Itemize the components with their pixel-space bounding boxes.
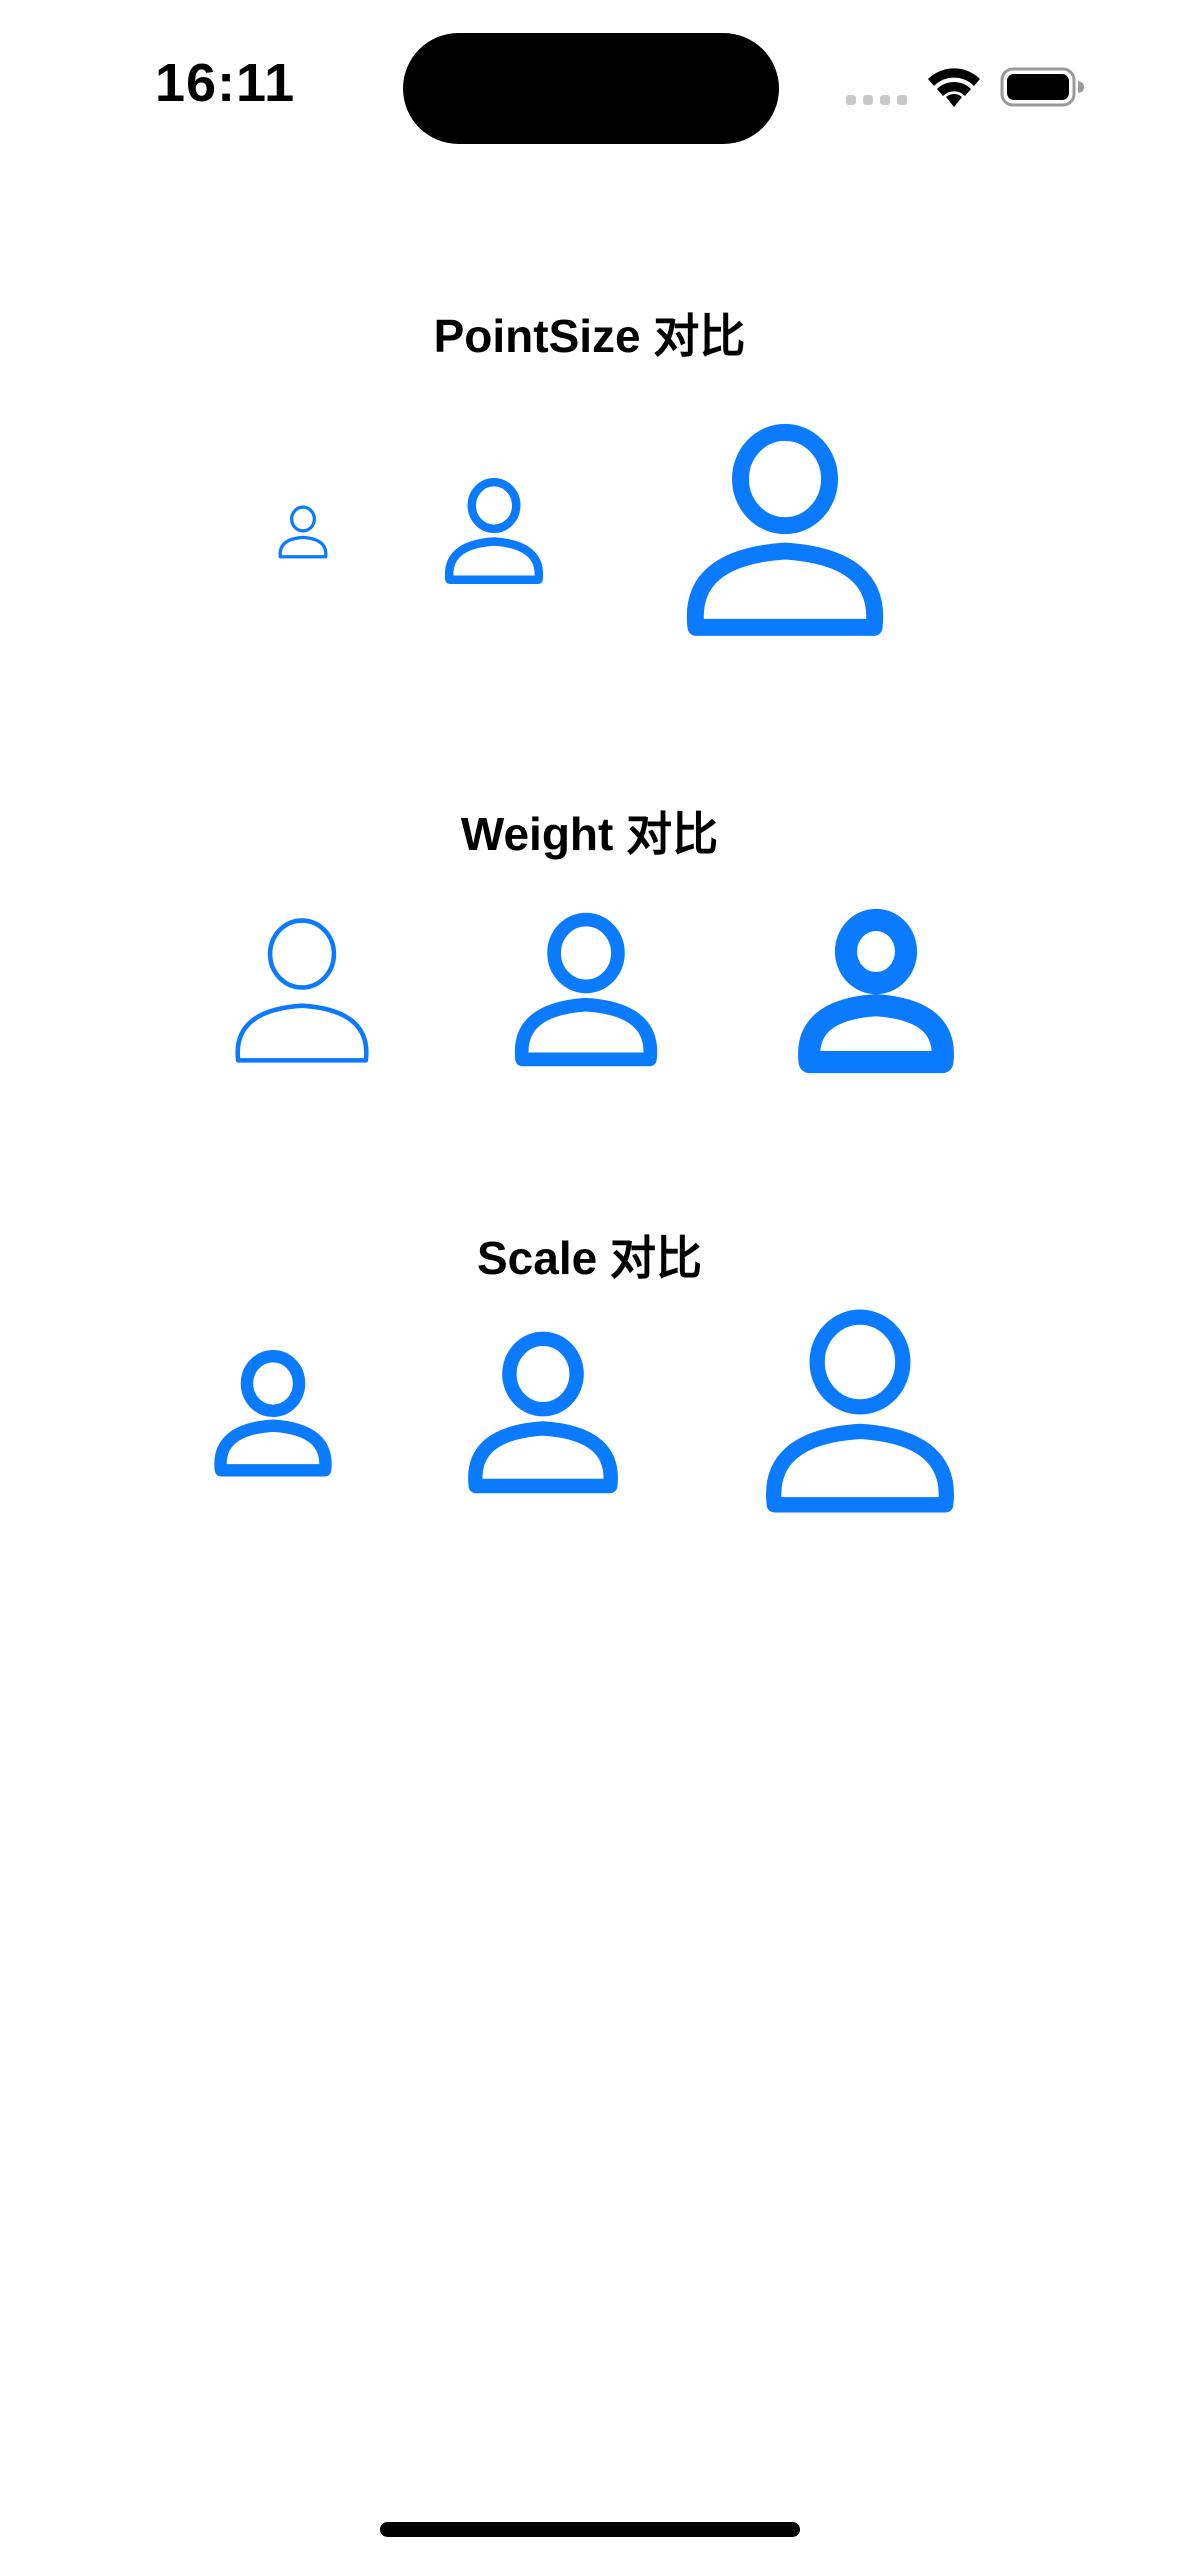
section-title-scale: Scale 对比 [477,1232,702,1284]
person-icon [514,912,658,1067]
person-icon [214,1350,332,1477]
status-time: 16:11 [155,53,296,113]
person-icon [278,505,328,559]
person-icon [798,908,954,1074]
battery-icon [1000,67,1084,107]
dynamic-island [403,33,779,144]
cellular-signal-icon [846,95,907,105]
person-icon [235,918,369,1063]
section-title-pointsize: PointSize 对比 [433,310,746,362]
person-icon [686,423,884,636]
person-icon [766,1309,954,1513]
wifi-icon [928,68,980,107]
home-indicator[interactable] [380,2522,800,2537]
person-icon [468,1331,618,1494]
person-icon [444,477,544,584]
section-title-weight: Weight 对比 [460,808,719,860]
